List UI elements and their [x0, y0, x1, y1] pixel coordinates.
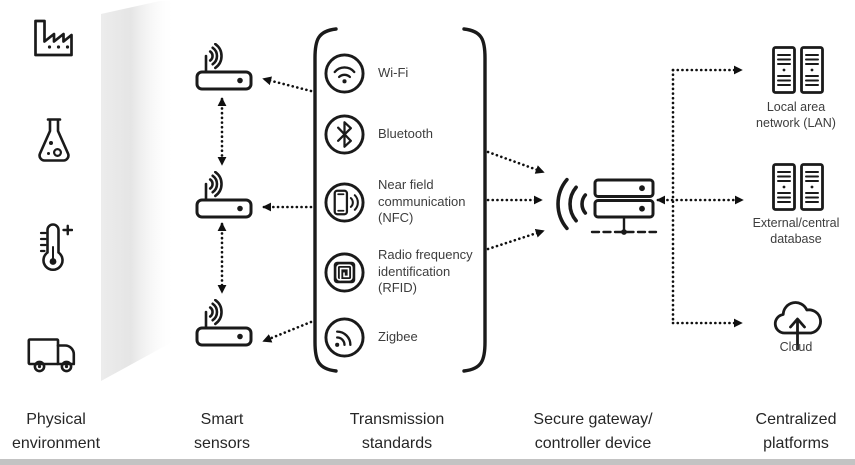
column-label-transmission-standards: Transmission standards	[349, 411, 445, 452]
standard-label: Near field communication (NFC)	[378, 176, 466, 226]
gateway-server-icon	[546, 165, 658, 245]
server-rack-icon	[772, 46, 824, 94]
arrow-standards-to-gateway-3	[486, 228, 545, 251]
flask-icon	[35, 117, 73, 165]
standard-label: Zigbee	[378, 328, 418, 344]
bracket-right	[462, 27, 487, 373]
column-label-physical-environment: Physical environment	[11, 411, 101, 452]
standard-row-rfid: Radio frequency identification (RFID)	[323, 245, 473, 299]
wireless-sensor-icon	[195, 299, 253, 349]
standard-row-wifi: Wi-Fi	[323, 46, 408, 100]
arrow-standards-to-sensor1	[262, 76, 313, 93]
standard-label: Bluetooth	[378, 125, 433, 141]
standard-row-nfc: Near field communication (NFC)	[323, 175, 465, 229]
column-label-smart-sensors: Smart sensors	[193, 411, 251, 452]
platform-label-database: External/central database	[752, 216, 840, 246]
server-rack-icon	[772, 163, 824, 211]
nfc-icon	[324, 181, 365, 223]
zigbee-icon	[324, 316, 365, 358]
standard-row-zigbee: Zigbee	[323, 310, 418, 364]
platform-label-cloud: Cloud	[779, 340, 813, 354]
wireless-sensor-icon	[195, 43, 253, 93]
wifi-icon	[324, 52, 365, 94]
factory-icon	[31, 11, 75, 57]
column-label-centralized-platforms: Centralized platforms	[755, 411, 837, 452]
wireless-sensor-icon	[195, 171, 253, 221]
standard-label: Wi-Fi	[378, 64, 409, 80]
rfid-icon	[324, 251, 365, 293]
environment-separator-band	[101, 1, 176, 381]
standard-row-bluetooth: Bluetooth	[323, 107, 433, 161]
thermometer-icon	[33, 223, 73, 273]
platform-label-lan: Local area network (LAN)	[756, 100, 836, 130]
truck-icon	[27, 334, 77, 374]
column-label-secure-gateway: Secure gateway/ controller device	[533, 411, 653, 452]
cloud-icon	[770, 292, 826, 354]
bracket-left	[313, 27, 338, 373]
bottom-edge-strip	[0, 459, 855, 465]
standard-label: Radio frequency identification (RFID)	[378, 246, 473, 296]
arrow-standards-to-gateway-1	[486, 150, 545, 174]
arrow-standards-to-sensor3	[262, 320, 313, 343]
bluetooth-icon	[324, 113, 365, 155]
